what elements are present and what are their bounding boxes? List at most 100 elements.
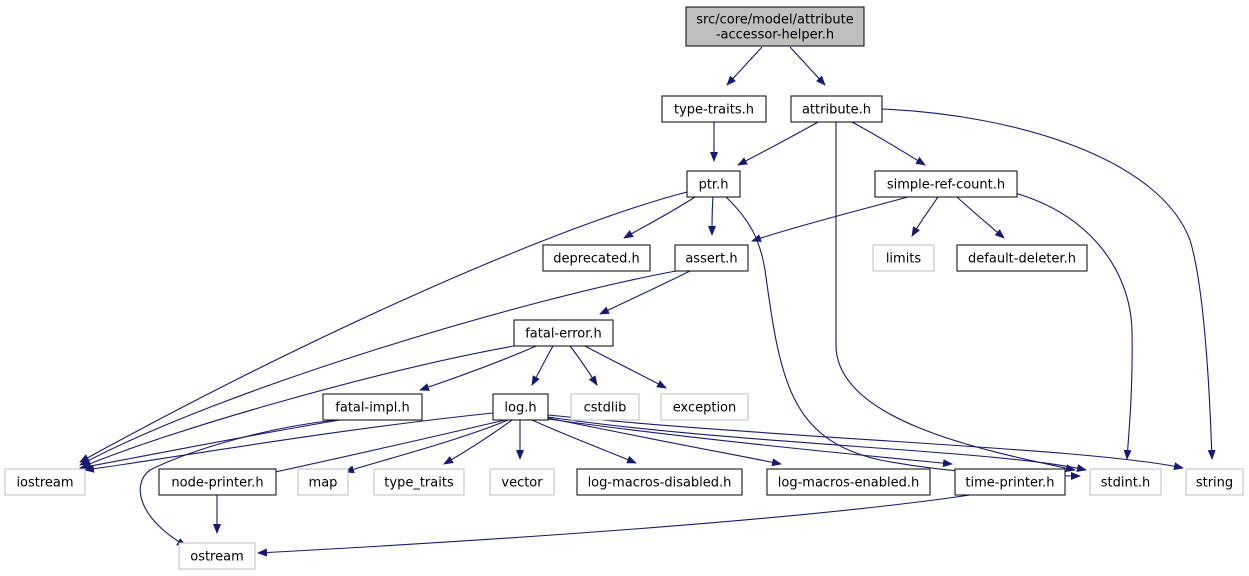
node-simple-ref-count-h[interactable]: simple-ref-count.h (874, 170, 1018, 198)
node-box (576, 468, 743, 496)
node-label: iostream (16, 476, 73, 491)
node-label: vector (501, 476, 543, 491)
node-box (685, 6, 865, 47)
node-stdint-h: stdint.h (1089, 468, 1162, 496)
node-box (158, 468, 277, 496)
edge-attribute-h-to-stdint-h (835, 122, 1076, 473)
node-label: ptr.h (699, 178, 729, 193)
node-box (686, 170, 741, 198)
node-assert-h[interactable]: assert.h (674, 244, 749, 272)
node-box (874, 170, 1018, 198)
edge-fatal-error-h-to-fatal-impl-h (419, 345, 537, 391)
node-box (872, 244, 935, 272)
edge-log-h-to-map (344, 419, 509, 474)
node-time-printer-h[interactable]: time-printer.h (954, 468, 1066, 496)
node-attribute-h[interactable]: attribute.h (790, 95, 883, 123)
node-box (1089, 468, 1162, 496)
node-box (178, 542, 256, 570)
node-label: log-macros-disabled.h (588, 476, 732, 491)
node-label: -accessor-helper.h (716, 28, 834, 43)
node-box (492, 393, 549, 421)
node-label: log-macros-enabled.h (778, 476, 919, 491)
node-label: deprecated.h (553, 252, 639, 267)
node-label: ostream (190, 550, 244, 565)
edge-assert-h-to-iostream (79, 270, 677, 466)
node-box (4, 468, 86, 496)
edge-fatal-error-h-to-exception (584, 345, 667, 389)
node-label: type-traits.h (674, 103, 754, 118)
node-box (542, 244, 651, 272)
node-default-deleter-h[interactable]: default-deleter.h (956, 244, 1088, 272)
node-box (766, 468, 931, 496)
node-box (513, 319, 614, 347)
nodes-layer: src/core/model/attribute-accessor-helper… (4, 6, 1244, 570)
node-label: attribute.h (802, 103, 871, 118)
node-log-macros-disabled-h[interactable]: log-macros-disabled.h (576, 468, 743, 496)
node-exception: exception (660, 393, 749, 421)
edge-attribute-h-to-ptr-h (737, 121, 819, 166)
node-label: default-deleter.h (968, 252, 1076, 267)
node-type_traits: type_traits (373, 468, 465, 496)
node-label: time-printer.h (965, 476, 1054, 491)
node-label: fatal-impl.h (335, 401, 409, 416)
edge-attribute-h-to-simple-ref-count-h (851, 121, 926, 166)
node-iostream: iostream (4, 468, 86, 496)
edge-log-h-to-node-printer-h (265, 419, 506, 476)
node-box (954, 468, 1066, 496)
node-box (661, 95, 767, 123)
node-box (570, 393, 640, 421)
edge-simple-ref-count-h-to-assert-h (751, 196, 909, 242)
edge-fatal-error-h-to-log-h (531, 345, 554, 386)
node-label: assert.h (685, 252, 737, 267)
node-node-printer-h[interactable]: node-printer.h (158, 468, 277, 496)
node-ptr-h[interactable]: ptr.h (686, 170, 741, 198)
node-label: simple-ref-count.h (887, 178, 1005, 193)
edge-root-to-attribute-h (789, 46, 826, 86)
node-cstdlib: cstdlib (570, 393, 640, 421)
node-label: src/core/model/attribute (696, 13, 853, 28)
node-label: string (1196, 476, 1233, 491)
node-label: cstdlib (584, 401, 627, 416)
edge-fatal-impl-h-to-ostream (139, 419, 336, 547)
node-box (489, 468, 555, 496)
node-box (674, 244, 749, 272)
node-fatal-error-h[interactable]: fatal-error.h (513, 319, 614, 347)
edge-simple-ref-count-h-to-stdint-h (1014, 192, 1133, 460)
edge-log-h-to-time-printer-h (547, 418, 953, 468)
node-label: fatal-error.h (525, 327, 602, 342)
node-label: stdint.h (1101, 476, 1150, 491)
edge-log-h-to-log-macros-disabled-h (531, 419, 637, 464)
edge-time-printer-h-to-ostream (257, 494, 971, 557)
node-string: string (1185, 468, 1244, 496)
node-box (660, 393, 749, 421)
node-box (322, 393, 423, 421)
edge-ptr-h-to-iostream (79, 191, 688, 463)
edge-log-h-to-type_traits (443, 419, 513, 465)
node-label: map (309, 476, 338, 491)
node-label: limits (886, 252, 922, 267)
node-root[interactable]: src/core/model/attribute-accessor-helper… (685, 6, 865, 47)
edge-assert-h-to-fatal-error-h (599, 270, 691, 315)
edge-simple-ref-count-h-to-limits (911, 196, 939, 237)
edge-fatal-error-h-to-cstdlib (569, 345, 598, 386)
node-box (1185, 468, 1244, 496)
node-label: node-printer.h (171, 476, 263, 491)
node-deprecated-h[interactable]: deprecated.h (542, 244, 651, 272)
node-vector: vector (489, 468, 555, 496)
edge-log-h-to-log-macros-enabled-h (547, 417, 782, 467)
node-map: map (297, 468, 349, 496)
node-log-h[interactable]: log.h (492, 393, 549, 421)
node-log-macros-enabled-h[interactable]: log-macros-enabled.h (766, 468, 931, 496)
node-box (956, 244, 1088, 272)
edge-ptr-h-to-assert-h (708, 196, 717, 236)
edge-simple-ref-count-h-to-default-deleter-h (956, 196, 1005, 239)
edge-log-h-to-iostream (84, 412, 494, 473)
edge-log-h-to-string (547, 414, 1184, 471)
node-fatal-impl-h[interactable]: fatal-impl.h (322, 393, 423, 421)
edge-log-h-to-stdint-h (547, 416, 1087, 472)
edge-root-to-type-traits-h (726, 46, 763, 86)
node-type-traits-h[interactable]: type-traits.h (661, 95, 767, 123)
node-label: exception (673, 401, 737, 416)
edge-attribute-h-to-string (881, 108, 1216, 460)
edges-layer (79, 46, 1216, 557)
